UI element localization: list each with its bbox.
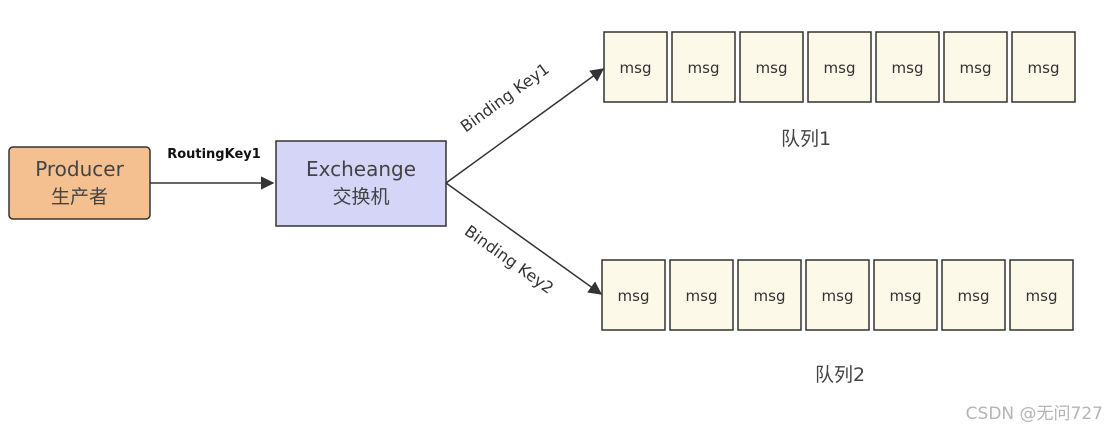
msg-label: msg <box>686 287 718 305</box>
exchange-box <box>275 140 447 227</box>
queue-2: msg msg msg msg msg msg msg 队列2 <box>601 259 1074 386</box>
binding-arrow-2 <box>445 182 603 295</box>
msg-label: msg <box>754 287 786 305</box>
msg-label: msg <box>960 59 992 77</box>
routing-key-label: RoutingKey1 <box>167 147 261 162</box>
producer-title: Producer <box>35 157 124 181</box>
binding-key-1-label: Binding Key1 <box>457 59 553 136</box>
msg-cell: msg <box>805 259 870 331</box>
producer-subtitle: 生产者 <box>51 186 108 208</box>
producer-node: Producer 生产者 <box>8 146 151 220</box>
queue-2-label: 队列2 <box>815 364 865 386</box>
exchange-subtitle: 交换机 <box>332 186 389 208</box>
msg-label: msg <box>1026 287 1058 305</box>
binding-edge-1: Binding Key1 <box>445 59 605 184</box>
msg-cell: msg <box>737 259 802 331</box>
msg-cell: msg <box>739 31 804 103</box>
msg-label: msg <box>890 287 922 305</box>
binding-arrow-1 <box>445 68 605 184</box>
binding-key-2-label: Binding Key2 <box>461 221 557 297</box>
watermark: CSDN @无问727 <box>965 404 1103 424</box>
routing-edge: RoutingKey1 <box>150 147 275 190</box>
msg-cell: msg <box>1011 31 1076 103</box>
msg-cell: msg <box>1009 259 1074 331</box>
binding-edge-2: Binding Key2 <box>445 182 603 298</box>
msg-label: msg <box>1028 59 1060 77</box>
msg-cell: msg <box>601 259 666 331</box>
msg-label: msg <box>688 59 720 77</box>
queue-1-label: 队列1 <box>781 128 831 150</box>
msg-cell: msg <box>603 31 668 103</box>
exchange-title: Excheange <box>306 157 416 181</box>
msg-cell: msg <box>807 31 872 103</box>
msg-cell: msg <box>873 259 938 331</box>
exchange-node: Excheange 交换机 <box>275 140 447 227</box>
msg-cell: msg <box>671 31 736 103</box>
msg-label: msg <box>892 59 924 77</box>
msg-label: msg <box>618 287 650 305</box>
msg-label: msg <box>824 59 856 77</box>
queue-1: msg msg msg msg msg msg msg 队列1 <box>603 31 1076 150</box>
msg-cell: msg <box>941 259 1006 331</box>
msg-label: msg <box>822 287 854 305</box>
msg-cell: msg <box>669 259 734 331</box>
msg-cell: msg <box>875 31 940 103</box>
msg-label: msg <box>958 287 990 305</box>
msg-label: msg <box>756 59 788 77</box>
msg-label: msg <box>620 59 652 77</box>
msg-cell: msg <box>943 31 1008 103</box>
